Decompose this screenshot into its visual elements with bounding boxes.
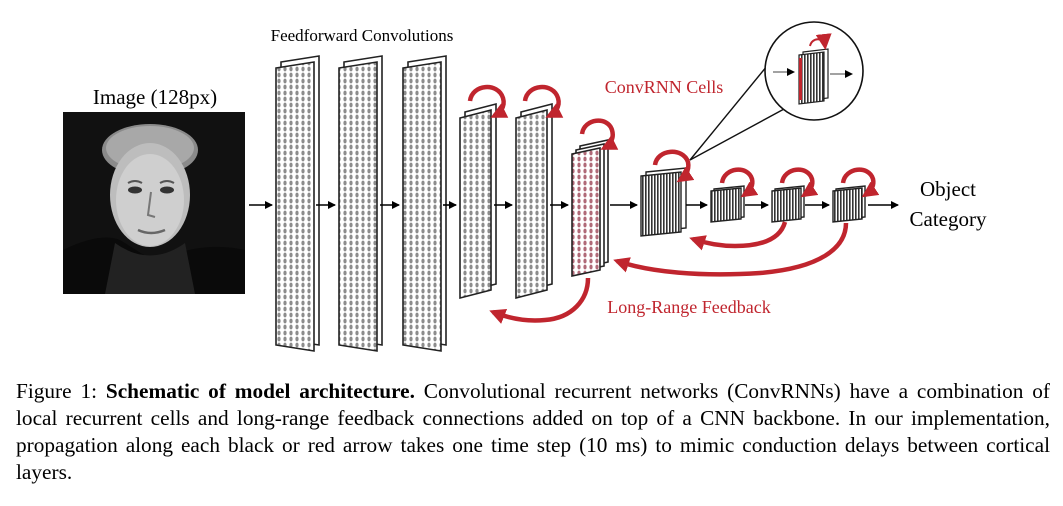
convrnn-block-4 xyxy=(832,185,866,223)
caption-body: Convolutional recurrent networks (ConvRN… xyxy=(16,379,1050,484)
convrnn-block-3 xyxy=(771,185,805,223)
feedforward-layer-3 xyxy=(402,55,447,352)
convrnn-block-2 xyxy=(710,185,745,223)
output-label-line1: Object xyxy=(920,177,976,201)
convrnn-layer-2 xyxy=(515,102,553,300)
caption-prefix: Figure 1: xyxy=(16,379,106,403)
convrnn-layer-1 xyxy=(459,102,497,300)
feedforward-label: Feedforward Convolutions xyxy=(271,26,454,45)
long-range-feedback-arrows xyxy=(489,221,849,324)
feedback-label: Long-Range Feedback xyxy=(607,297,770,317)
convrnn-label: ConvRNN Cells xyxy=(605,77,724,97)
image-label: Image (128px) xyxy=(93,85,217,109)
feedforward-layer-2 xyxy=(338,55,383,352)
architecture-figure: Image (128px) Feedforward Convolutions C… xyxy=(63,21,987,352)
caption-title: Schematic of model architecture. xyxy=(105,379,415,403)
recurrent-loops xyxy=(467,84,880,198)
output-label-line2: Category xyxy=(910,207,987,231)
figure-caption: Figure 1: Schematic of model architectur… xyxy=(16,378,1050,486)
feedforward-layer-1 xyxy=(275,55,320,352)
convrnn-layer-3 xyxy=(571,139,609,277)
convrnn-block-1 xyxy=(640,167,687,237)
convrnn-cell-inset xyxy=(689,21,864,161)
portrait-photo xyxy=(63,112,245,294)
